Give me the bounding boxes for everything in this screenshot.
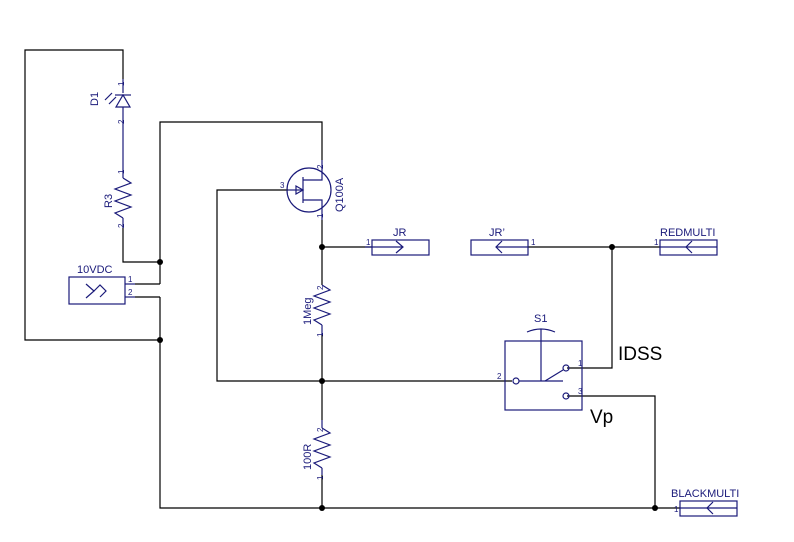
vp-annotation: Vp bbox=[590, 407, 613, 428]
connector-blackmulti: BLACKMULTI 1 bbox=[671, 488, 739, 517]
wire-gate bbox=[216, 189, 512, 382]
resistor-zigzag bbox=[113, 177, 133, 219]
d1-pin1: 1 bbox=[117, 81, 126, 86]
wire-r3-to-node bbox=[122, 228, 160, 263]
redmulti-label: REDMULTI bbox=[660, 227, 715, 239]
jfet-body bbox=[286, 167, 332, 213]
led-arrow bbox=[108, 96, 117, 105]
r100-pin1: 1 bbox=[316, 475, 325, 480]
q100a-pin3: 3 bbox=[280, 181, 285, 190]
r3-pin1: 1 bbox=[117, 169, 126, 174]
resistor-r3: R3 1 2 bbox=[103, 169, 133, 228]
s1-pin2: 2 bbox=[497, 372, 502, 381]
resistor-zigzag bbox=[312, 284, 332, 326]
jr-pin1: 1 bbox=[366, 238, 371, 247]
jr-prime-pin1: 1 bbox=[531, 238, 536, 247]
junction-dot bbox=[652, 505, 658, 511]
jr-prime-label: JR’ bbox=[489, 227, 505, 239]
s1-pin3: 3 bbox=[578, 387, 583, 396]
jfet-q100a: Q100A 1 2 3 bbox=[280, 160, 346, 220]
r3-label: R3 bbox=[103, 194, 115, 208]
gate-arrow bbox=[295, 184, 305, 196]
redmulti-pin1: 1 bbox=[654, 238, 659, 247]
blackmulti-pin1: 1 bbox=[674, 505, 679, 514]
d1-label: D1 bbox=[89, 92, 101, 106]
q100a-pin2: 2 bbox=[316, 164, 325, 169]
wire-left-loop bbox=[24, 49, 160, 341]
wire-s1-pin3 bbox=[567, 395, 656, 508]
connector-arrow bbox=[85, 283, 95, 299]
junction-dot bbox=[157, 337, 163, 343]
source-pin1: 1 bbox=[128, 275, 133, 284]
junction-dot bbox=[319, 244, 325, 250]
junction-dot bbox=[319, 505, 325, 511]
wires bbox=[24, 49, 680, 509]
wire-top-to-drain bbox=[159, 121, 323, 262]
junction-dot bbox=[319, 378, 325, 384]
r1meg-pin1: 1 bbox=[316, 332, 325, 337]
switch-s1: S1 1 2 3 bbox=[497, 313, 583, 411]
connector-redmulti: REDMULTI 1 bbox=[654, 227, 718, 256]
junction-dot bbox=[157, 259, 163, 265]
r100-pin2: 2 bbox=[316, 427, 325, 432]
q100a-label: Q100A bbox=[334, 177, 346, 212]
r1meg-label: 1Meg bbox=[302, 297, 314, 325]
connector-jr-prime: JR’ 1 bbox=[470, 227, 536, 256]
resistor-100r: 100R 1 2 bbox=[302, 420, 332, 480]
wire-ground-rail bbox=[159, 297, 680, 509]
diode-triangle bbox=[114, 93, 132, 108]
blackmulti-label: BLACKMULTI bbox=[671, 488, 739, 500]
q100a-pin1: 1 bbox=[316, 213, 325, 218]
junctions bbox=[157, 244, 658, 511]
s1-pin1: 1 bbox=[578, 359, 583, 368]
r3-pin2: 2 bbox=[117, 223, 126, 228]
resistor-zigzag bbox=[312, 427, 332, 469]
wire-s1-pin1 bbox=[567, 247, 613, 369]
source-10vdc-label: 10VDC bbox=[77, 264, 113, 276]
jr-label: JR bbox=[393, 227, 407, 239]
s1-label: S1 bbox=[534, 313, 547, 325]
source-10vdc: 10VDC 1 2 bbox=[68, 264, 135, 305]
idss-annotation: IDSS bbox=[618, 344, 662, 365]
led-d1: D1 1 2 bbox=[89, 79, 132, 170]
resistor-1meg: 1Meg 1 2 bbox=[302, 284, 332, 337]
connector-jr: JR 1 bbox=[365, 227, 430, 256]
r100-label: 100R bbox=[302, 444, 314, 470]
junction-dot bbox=[609, 244, 615, 250]
d1-pin2: 2 bbox=[117, 119, 126, 124]
source-pin2: 2 bbox=[128, 288, 133, 297]
r1meg-pin2: 2 bbox=[316, 285, 325, 290]
